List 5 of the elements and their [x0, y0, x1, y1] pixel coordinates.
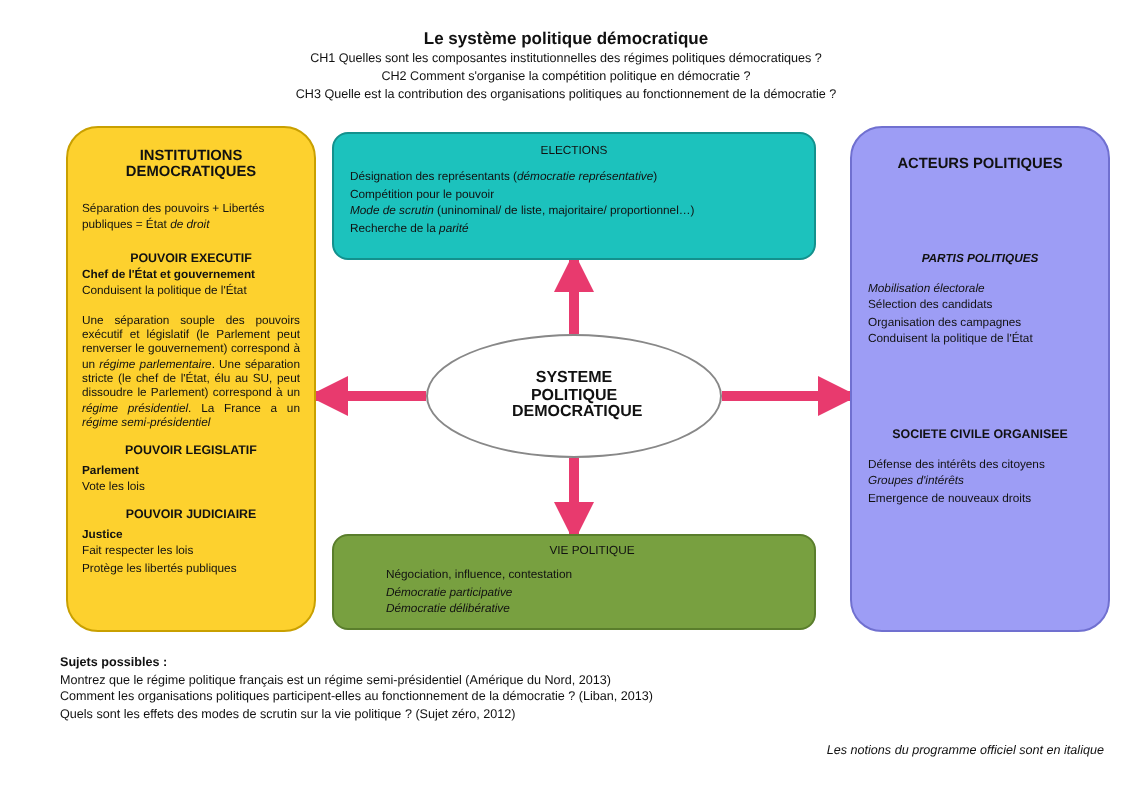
diagram-title: Le système politique démocratique	[421, 28, 711, 48]
topic-panel	[332, 132, 816, 260]
topic-panel	[850, 126, 1110, 632]
topic-panel	[332, 534, 816, 630]
topic-panel	[66, 126, 316, 632]
